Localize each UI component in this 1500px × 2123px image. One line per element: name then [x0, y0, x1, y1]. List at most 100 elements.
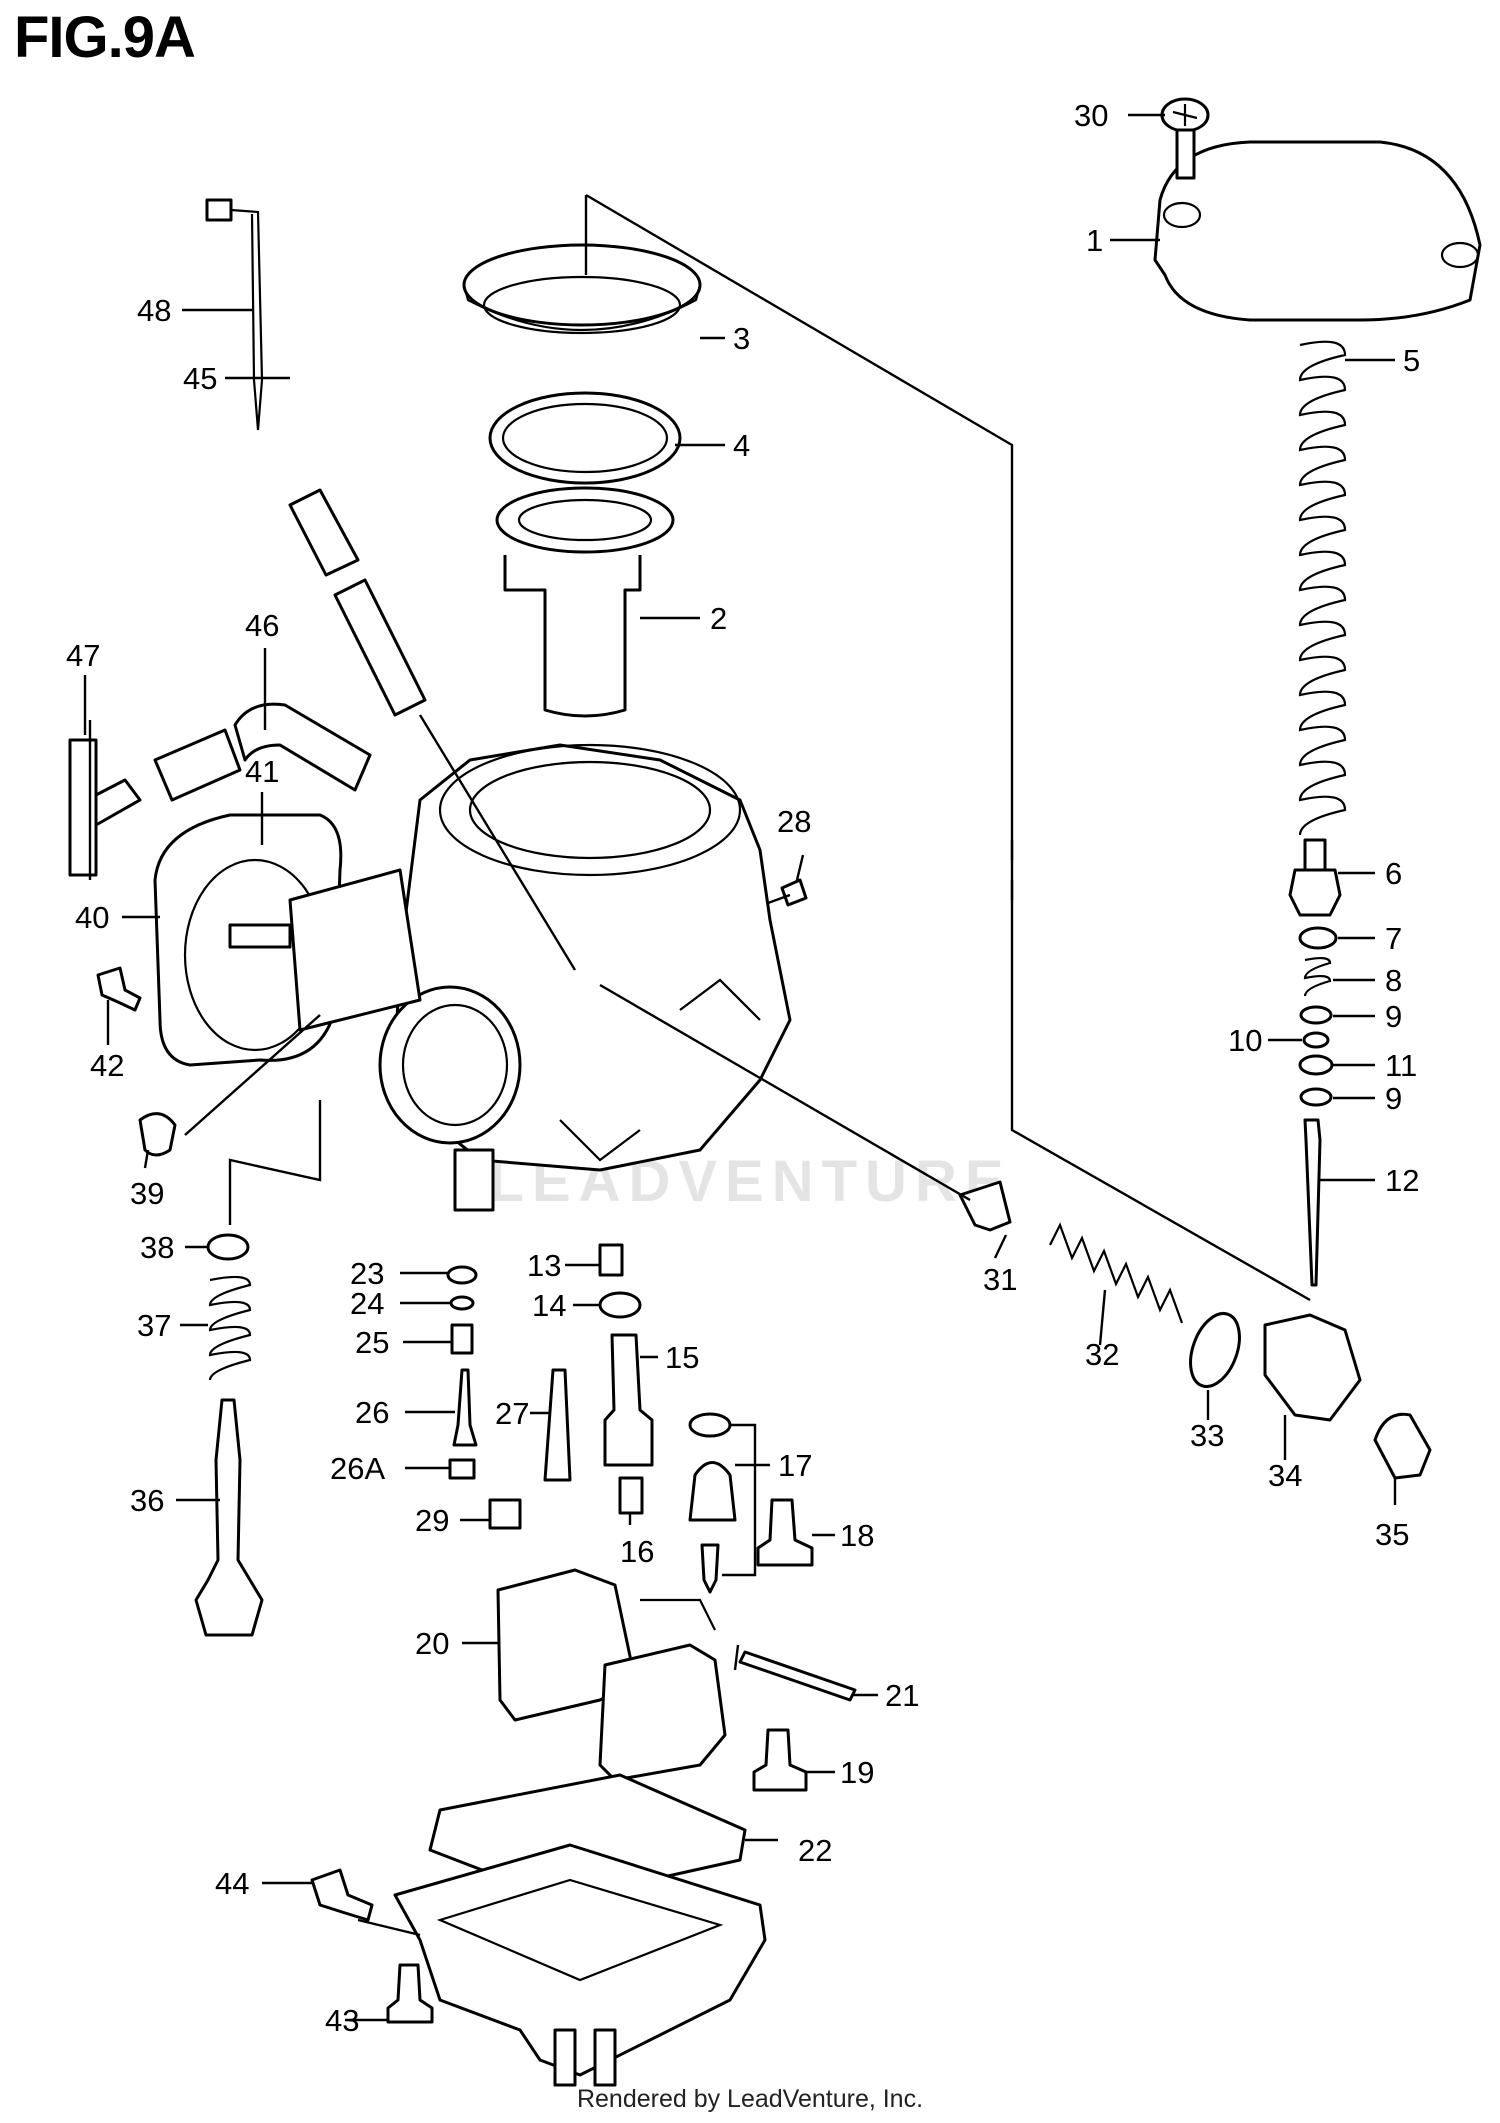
part-26A-washer: [448, 1458, 476, 1480]
part-9b-washer: [1299, 1087, 1333, 1107]
part-39-cap: [138, 1112, 177, 1157]
part-9-washer: [1299, 1005, 1333, 1025]
callout-11: 11: [1385, 1048, 1417, 1083]
callout-3: 3: [733, 321, 750, 356]
part-5-spring: [1298, 340, 1347, 836]
part-43-screw: [386, 1963, 434, 2024]
part-23-oring: [446, 1265, 478, 1285]
part-16-jet: [618, 1476, 644, 1515]
assembly-line: [733, 1644, 740, 1671]
callout-46: 46: [245, 608, 279, 643]
callout-15: 15: [665, 1340, 699, 1375]
callout-4: 4: [733, 428, 750, 463]
assembly-line: [585, 193, 1311, 1302]
assembly-line: [228, 1100, 322, 1225]
assembly-line: [357, 1918, 421, 1937]
part-12-needle: [1303, 1118, 1322, 1287]
part-27-jet: [543, 1368, 572, 1482]
figure-title: FIG.9A: [14, 5, 196, 70]
callout-1: 1: [1086, 223, 1103, 258]
callout-5: 5: [1403, 343, 1420, 378]
callout-10: 10: [1228, 1023, 1262, 1058]
callout-2: 2: [710, 601, 727, 636]
part-21-pin: [738, 1650, 857, 1702]
assembly-line: [184, 1014, 321, 1136]
part-2-piston: [495, 486, 675, 718]
part-24-washer: [449, 1295, 475, 1311]
part-15-jet: [603, 1333, 654, 1467]
part-36-screw: [194, 1398, 264, 1637]
part-1-top-cap: [1153, 140, 1482, 322]
callout-17: 17: [778, 1448, 812, 1483]
callout-31: 31: [983, 1262, 1017, 1297]
callout-28: 28: [777, 804, 811, 839]
callout-22: 22: [798, 1833, 832, 1868]
part-32-spring: [1049, 1222, 1184, 1324]
callout-8: 8: [1385, 963, 1402, 998]
part-42-screw: [96, 966, 142, 1012]
part-44-screw: [310, 1868, 374, 1922]
callout-37: 37: [137, 1308, 171, 1343]
callout-33: 33: [1190, 1418, 1224, 1453]
part-30-screw: [1160, 97, 1210, 180]
callout-42: 42: [90, 1048, 124, 1083]
callout-24: 24: [350, 1286, 384, 1321]
part-26-jet: [452, 1368, 478, 1447]
callout-39: 39: [130, 1176, 164, 1211]
callout-16: 16: [620, 1534, 654, 1569]
part-45-hose: [288, 488, 427, 717]
part-29-screw: [488, 1498, 522, 1530]
carburetor-body: [228, 743, 792, 1212]
part-11-washer: [1298, 1054, 1334, 1076]
callout-40: 40: [75, 900, 109, 935]
part-34-valve: [1263, 1313, 1362, 1422]
part-37-spring: [208, 1275, 252, 1381]
callout-6: 6: [1385, 856, 1402, 891]
part-48-wire: [205, 198, 264, 431]
leader-lines: [83, 113, 1397, 2022]
callout-23: 23: [350, 1256, 384, 1291]
callout-14: 14: [532, 1288, 566, 1323]
callout-12: 12: [1385, 1163, 1419, 1198]
callout-47: 47: [66, 638, 100, 673]
part-33-oring: [1189, 1312, 1241, 1388]
part-20-float: [496, 1568, 727, 1782]
part-13-plug: [598, 1243, 624, 1277]
assembly-line: [599, 983, 971, 1202]
footer-credit: Rendered by LeadVenture, Inc.: [576, 2085, 924, 2113]
callout-41: 41: [245, 754, 279, 789]
part-14-oring: [598, 1291, 642, 1319]
callout-45: 45: [183, 361, 217, 396]
part-3-diaphragm: [462, 243, 702, 335]
part-7-washer: [1298, 926, 1338, 950]
callout-36: 36: [130, 1483, 164, 1518]
part-19-screw: [752, 1728, 808, 1792]
callout-21: 21: [885, 1678, 919, 1713]
callout-34: 34: [1268, 1458, 1302, 1493]
callout-43: 43: [325, 2003, 359, 2038]
callout-7: 7: [1385, 921, 1402, 956]
part-8-spring: [1303, 956, 1332, 997]
assembly-line: [767, 893, 791, 905]
part-25-jet: [450, 1323, 474, 1355]
part-4-oring: [488, 391, 682, 485]
float-bowl: [393, 1843, 767, 2087]
callout-20: 20: [415, 1626, 449, 1661]
callout-26A: 26A: [330, 1451, 385, 1486]
callout-9b: 9: [1385, 1081, 1402, 1116]
callout-38: 38: [140, 1230, 174, 1265]
part-47-tee: [68, 738, 142, 877]
part-31-plunger: [958, 1180, 1012, 1232]
callout-30: 30: [1074, 98, 1108, 133]
callout-9: 9: [1385, 999, 1402, 1034]
callout-44: 44: [215, 1866, 249, 1901]
part-18-screw: [756, 1498, 814, 1567]
part-28-screw: [780, 878, 808, 907]
part-10-clip: [1302, 1031, 1330, 1049]
callout-32: 32: [1085, 1337, 1119, 1372]
callout-48: 48: [137, 293, 171, 328]
part-17-needle-valve: [688, 1412, 737, 1594]
callout-35: 35: [1375, 1517, 1409, 1552]
part-6-holder: [1288, 838, 1342, 917]
